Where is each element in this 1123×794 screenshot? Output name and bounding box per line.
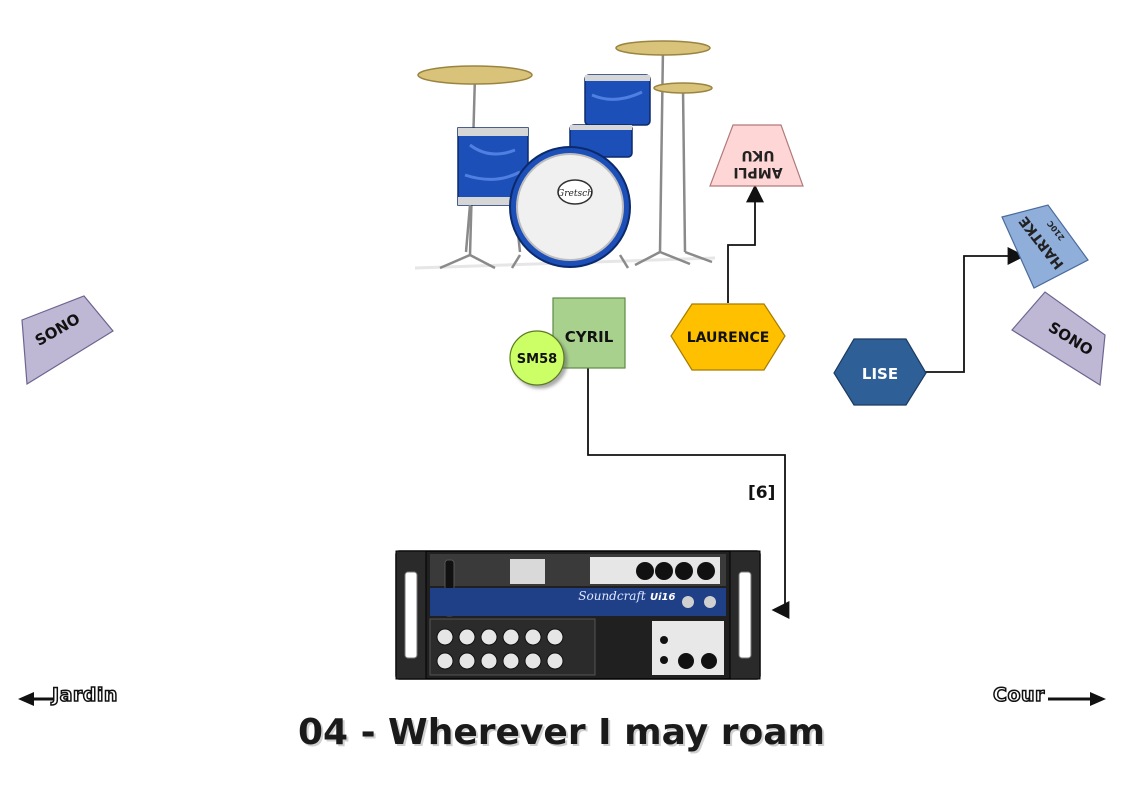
sono-monitor-right: SONO xyxy=(1011,291,1106,387)
musician-lise: LISE xyxy=(833,338,927,406)
hartke-amp: HARTKE 210C xyxy=(1001,204,1089,289)
ampli-line2: UKU xyxy=(741,147,774,163)
ampli-line1: AMPLI xyxy=(733,164,782,180)
cables xyxy=(587,184,1026,619)
cable-lise-to-hartke xyxy=(922,247,1026,373)
cable-cyril-to-mixer xyxy=(587,368,790,619)
channel-label: [6] xyxy=(748,483,775,503)
cour-label: Cour xyxy=(992,683,1045,707)
bass-drum: Gretsch xyxy=(509,146,631,269)
mixer-model-text: Ui16 xyxy=(650,592,676,603)
jardin-label: Jardin xyxy=(51,683,118,707)
laurence-label: LAURENCE xyxy=(687,330,770,346)
song-title: 04 - Wherever I may roam xyxy=(297,712,826,753)
jardin-arrow-icon xyxy=(18,692,55,706)
drum-kit: Gretsch xyxy=(412,30,720,272)
soundcraft-mixer: Soundcraft Ui16 xyxy=(395,550,761,680)
drum-brand-text: Gretsch xyxy=(557,189,593,199)
sm58-label: SM58 xyxy=(517,352,557,367)
cable-laurence-to-ampli xyxy=(727,184,764,303)
gretsch-logo xyxy=(557,179,593,205)
hihat-cymbal xyxy=(653,82,713,94)
ride-cymbal xyxy=(615,40,711,56)
mixer-brand-text: Soundcraft xyxy=(578,589,646,603)
musician-cyril: CYRIL xyxy=(552,297,626,369)
lise-label: LISE xyxy=(862,365,898,383)
cour-arrow-icon xyxy=(1048,692,1106,706)
cyril-label: CYRIL xyxy=(565,328,614,346)
musician-laurence: LAURENCE xyxy=(670,303,786,371)
rack-tom-high xyxy=(584,74,651,126)
ampli-uku: AMPLI UKU xyxy=(709,124,804,187)
crash-cymbal xyxy=(417,65,533,85)
mic-sm58: SM58 xyxy=(509,330,565,386)
sono-monitor-left: SONO xyxy=(21,295,114,386)
